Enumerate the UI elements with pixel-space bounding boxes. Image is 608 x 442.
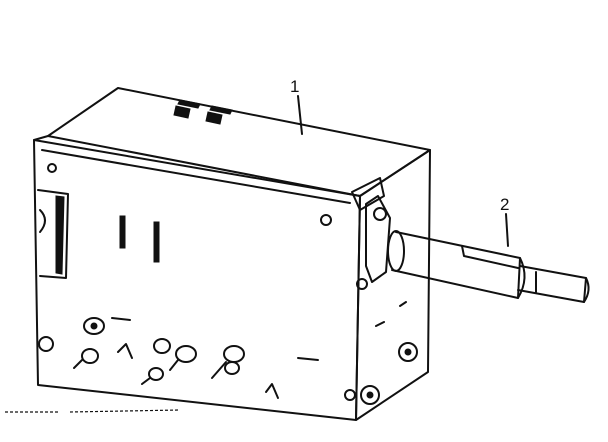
callout-2-leader bbox=[505, 213, 509, 247]
terminal-5 bbox=[141, 367, 164, 385]
terminal-4 bbox=[169, 345, 197, 371]
terminal-3 bbox=[153, 338, 171, 354]
terminal-6 bbox=[211, 345, 245, 379]
callout-1-leader bbox=[297, 95, 303, 135]
mounting-bracket bbox=[356, 195, 418, 405]
terminal-1 bbox=[83, 317, 105, 335]
housing-top-face bbox=[47, 87, 431, 197]
housing-right-face bbox=[351, 149, 431, 421]
terminal-2 bbox=[73, 348, 99, 369]
terminal-pins bbox=[73, 317, 245, 385]
ground-line bbox=[5, 409, 181, 413]
housing-front-face bbox=[33, 135, 361, 421]
callout-2-label: 2 bbox=[500, 195, 509, 214]
terminal-7 bbox=[224, 361, 240, 375]
callout-1-label: 1 bbox=[290, 77, 299, 96]
control-shaft bbox=[387, 230, 590, 303]
